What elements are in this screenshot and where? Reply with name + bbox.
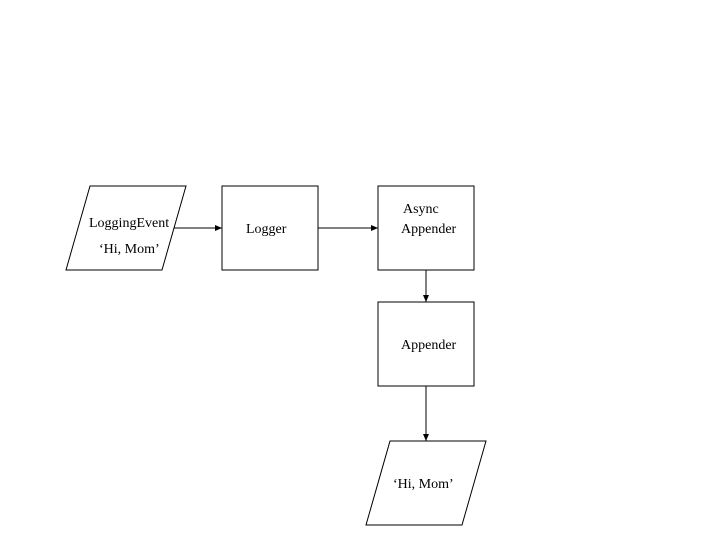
logging-event-node: LoggingEvent ‘Hi, Mom’	[65, 185, 187, 271]
logging-event-label-line1: LoggingEvent	[89, 216, 169, 231]
logging-event-shape	[65, 185, 187, 271]
logger-node: Logger	[221, 185, 319, 271]
async-appender-node: Async Appender	[377, 185, 475, 271]
logger-shape	[221, 185, 319, 271]
appender-shape	[377, 301, 475, 387]
output-node: ‘Hi, Mom’	[365, 440, 487, 526]
async-appender-label-line2: Appender	[401, 222, 457, 237]
output-label: ‘Hi, Mom’	[393, 477, 454, 492]
appender-node: Appender	[377, 301, 475, 387]
appender-label: Appender	[401, 338, 457, 353]
logging-event-label-line2: ‘Hi, Mom’	[99, 242, 160, 257]
async-appender-label-line1: Async	[403, 202, 439, 217]
output-shape	[365, 440, 487, 526]
logger-label: Logger	[246, 222, 287, 237]
